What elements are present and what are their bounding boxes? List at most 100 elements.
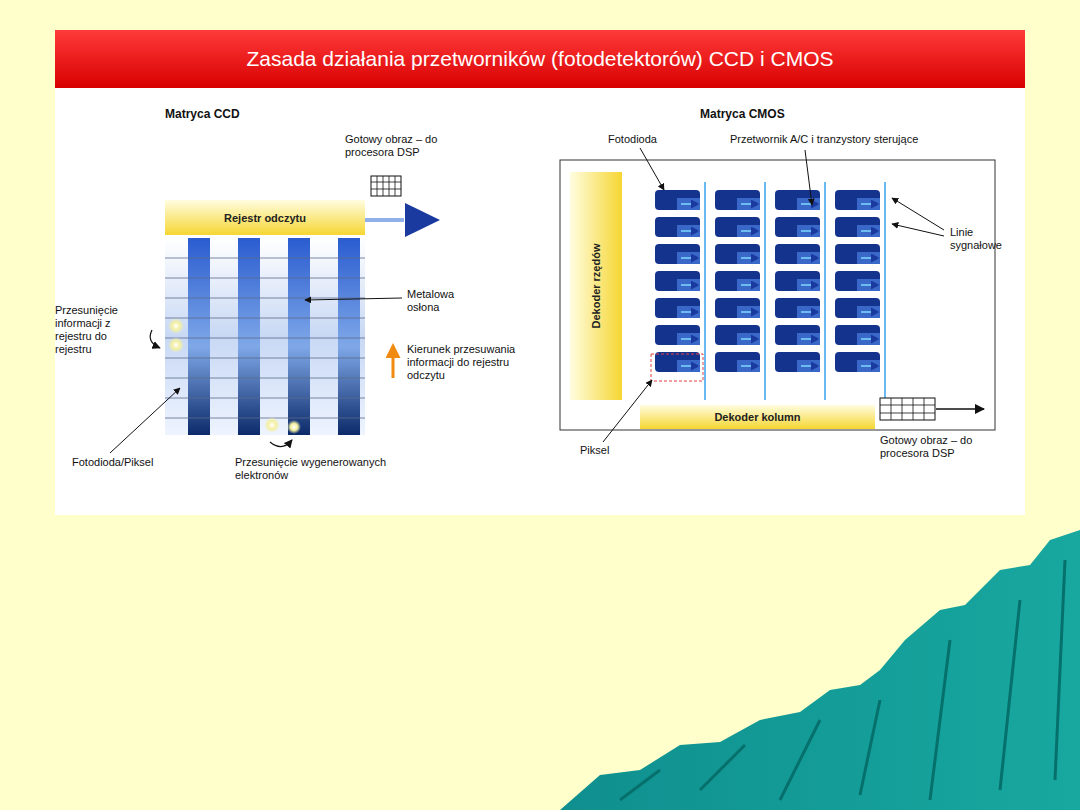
illustration-part [165, 278, 365, 279]
illustration-part [681, 203, 699, 205]
illustration-part [801, 311, 819, 313]
illustration-part [775, 352, 820, 372]
illustration-part [677, 306, 700, 318]
illustration-part [741, 203, 759, 205]
illustration-part [797, 198, 820, 210]
illustration-part [681, 230, 699, 232]
illustration-part [861, 311, 879, 313]
illustration-part [737, 279, 760, 291]
illustration-part [165, 298, 365, 299]
illustration-part [681, 311, 699, 313]
illustration-part [797, 360, 820, 372]
illustration-part [861, 230, 879, 232]
callout-label: Metalowa osłona [407, 288, 482, 314]
illustration-part [165, 258, 365, 418]
illustration-part [405, 203, 440, 237]
illustration-part [655, 298, 700, 318]
illustration-part [835, 298, 880, 318]
callout-label: Fotodioda/Piksel [72, 456, 192, 469]
illustration-part [775, 244, 820, 264]
illustration-part [892, 198, 944, 230]
illustration-part [305, 298, 402, 300]
illustration-part [861, 257, 879, 259]
illustration-part [168, 318, 184, 334]
illustration-part [861, 203, 879, 205]
section-heading: Matryca CCD [165, 108, 305, 121]
illustration-part [715, 271, 760, 291]
illustration-part [681, 257, 699, 259]
callout-label: Przetwornik A/C i tranzystory sterujące [730, 133, 1000, 146]
callout-label: Gotowy obraz – do procesora DSP [345, 133, 465, 159]
illustration-part [55, 30, 1025, 88]
illustration-part [655, 217, 700, 237]
illustration-part [880, 398, 935, 420]
illustration-part [835, 190, 880, 210]
illustration-part [835, 325, 880, 345]
illustration-part [560, 530, 1080, 810]
illustration-part [737, 225, 760, 237]
illustration-part [801, 284, 819, 286]
illustration-part [737, 333, 760, 345]
band-label: Dekoder rzędów [590, 244, 602, 329]
yellow-band: Dekoder kolumn [640, 405, 875, 429]
illustration-part [857, 225, 880, 237]
illustration-part [655, 325, 700, 345]
illustration-part [737, 306, 760, 318]
illustration-part [884, 182, 886, 400]
illustration-part [737, 252, 760, 264]
illustration-part [55, 88, 1025, 515]
callout-label: Kierunek przesuwania informacji do rejes… [407, 343, 519, 382]
illustration-part [775, 190, 820, 210]
illustration-part [270, 440, 292, 447]
illustration-part [640, 148, 664, 190]
illustration-part [797, 252, 820, 264]
illustration-part [264, 417, 280, 433]
illustration-part [715, 190, 760, 210]
illustration-part [775, 298, 820, 318]
illustration-part [655, 244, 700, 264]
illustration-part [805, 150, 812, 205]
illustration-part [165, 258, 365, 259]
illustration-part [741, 311, 759, 313]
section-heading: Matryca CMOS [700, 108, 840, 121]
illustration-part [188, 238, 210, 435]
illustration-part [288, 238, 310, 435]
illustration-part [764, 182, 766, 400]
illustration-part [651, 354, 703, 381]
callout-label: Gotowy obraz – do procesora DSP [880, 434, 1005, 460]
illustration-part [824, 182, 826, 400]
illustration-part [681, 365, 699, 367]
illustration-part [168, 337, 184, 353]
illustration-part [936, 408, 984, 410]
illustration-part [835, 271, 880, 291]
illustration-part [677, 279, 700, 291]
illustration-part [835, 244, 880, 264]
illustration-part [741, 230, 759, 232]
illustration-part [110, 388, 180, 453]
illustration-part [857, 333, 880, 345]
illustration-part [797, 279, 820, 291]
callout-label: Przesunięcie wygenerowanych elektronów [235, 456, 415, 482]
illustration-part [165, 238, 365, 435]
illustration-part [150, 330, 160, 348]
illustration-part [365, 218, 404, 222]
illustration-part [737, 360, 760, 372]
callout-label: Piksel [580, 444, 640, 457]
illustration-part [338, 238, 360, 435]
illustration-part [238, 238, 260, 435]
illustration-part [677, 360, 700, 372]
callout-label: Fotodioda [608, 133, 698, 146]
illustration-part [165, 358, 365, 359]
illustration-part [861, 284, 879, 286]
illustration-part [677, 198, 700, 210]
illustration-part [857, 198, 880, 210]
band-label: Rejestr odczytu [224, 212, 306, 224]
band-label: Dekoder kolumn [714, 411, 800, 423]
illustration-part [801, 203, 819, 205]
illustration-part [655, 271, 700, 291]
illustration-part [835, 352, 880, 372]
illustration-part [741, 284, 759, 286]
illustration-part [165, 318, 365, 319]
illustration-part [681, 338, 699, 340]
illustration-part [371, 176, 401, 196]
